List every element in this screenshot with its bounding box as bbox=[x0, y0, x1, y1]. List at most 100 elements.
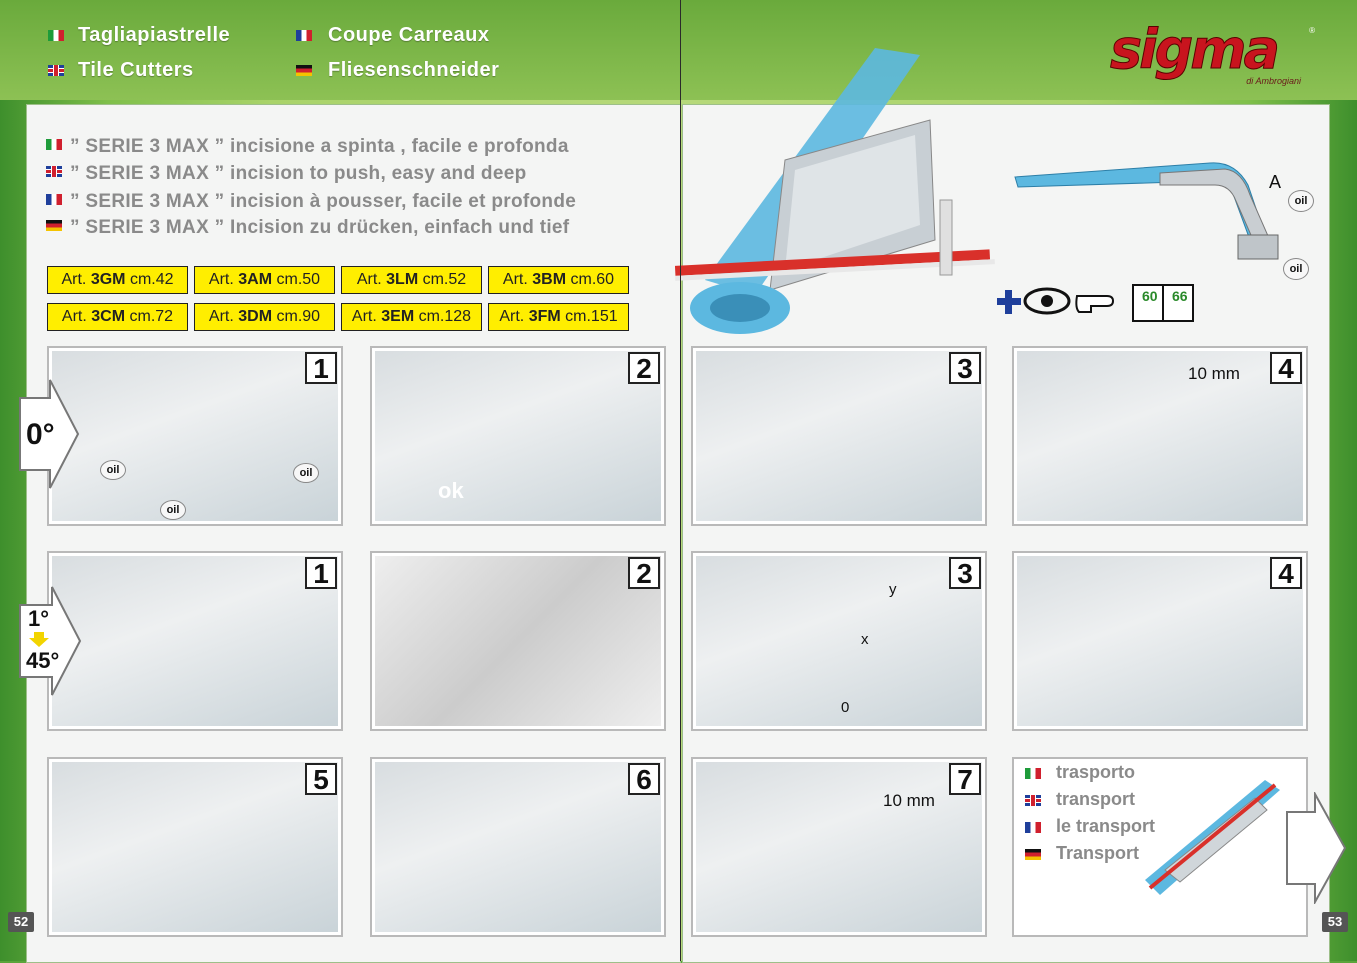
step-photo bbox=[696, 351, 982, 521]
serie-text: ” SERIE 3 MAX ” incision à pousser, faci… bbox=[70, 191, 577, 212]
ok-label: ok bbox=[438, 478, 464, 503]
step-number: 1 bbox=[305, 557, 337, 589]
step-panel: 4 10 mm bbox=[1012, 346, 1308, 526]
step-number: 3 bbox=[949, 352, 981, 384]
page-divider bbox=[680, 0, 681, 961]
transport-en: transport bbox=[1056, 789, 1136, 809]
step-panel: 5 bbox=[47, 757, 343, 937]
serie-text: ” SERIE 3 MAX ” Incision zu drücken, ein… bbox=[70, 217, 570, 238]
step-panel: 1 bbox=[47, 346, 343, 526]
registered-icon: ® bbox=[1309, 26, 1315, 35]
transport-fr: le transport bbox=[1056, 816, 1156, 836]
step-photo bbox=[52, 556, 338, 726]
step-panel: 3 bbox=[691, 346, 987, 526]
flag-uk-icon bbox=[48, 65, 64, 76]
title-fr: Coupe Carreaux bbox=[328, 24, 490, 46]
angle-arrow-icon bbox=[19, 586, 82, 696]
flag-uk-icon bbox=[46, 166, 62, 178]
x-label: x bbox=[861, 631, 869, 648]
flag-france-icon bbox=[1025, 822, 1041, 833]
model-badge: Art. 3BM cm.60 bbox=[488, 266, 629, 294]
title-en: Tile Cutters bbox=[78, 59, 194, 81]
step-panel: 3 y x 0 bbox=[691, 551, 987, 731]
manual-book-icon bbox=[1132, 284, 1194, 322]
flag-uk-icon bbox=[1025, 795, 1041, 806]
step-photo bbox=[52, 351, 338, 521]
handle-label-a: A bbox=[1269, 172, 1282, 192]
model-badge: Art. 3EM cm.128 bbox=[341, 303, 482, 331]
serie-line-en: ” SERIE 3 MAX ” incision to push, easy a… bbox=[46, 163, 526, 185]
tile-cutter-illustration bbox=[675, 48, 995, 334]
step-number: 2 bbox=[628, 352, 660, 384]
model-badge: Art. 3FM cm.151 bbox=[488, 303, 629, 331]
step-number: 7 bbox=[949, 763, 981, 795]
transport-cutter-illustration bbox=[1145, 780, 1280, 895]
serie-line-de: ” SERIE 3 MAX ” Incision zu drücken, ein… bbox=[46, 217, 569, 239]
sigma-logo: sigma di Ambrogiani ® bbox=[1109, 18, 1315, 88]
step-number: 2 bbox=[628, 557, 660, 589]
step-photo bbox=[375, 762, 661, 932]
step-photo bbox=[52, 762, 338, 932]
manual-page-1: 60 bbox=[1142, 288, 1158, 304]
zero-degree-label: 0° bbox=[26, 418, 55, 451]
step-panel: 4 bbox=[1012, 551, 1308, 731]
logo-wordmark: sigma bbox=[1109, 18, 1280, 81]
flag-italy-icon bbox=[48, 30, 64, 41]
y-label: y bbox=[889, 581, 897, 598]
step-panel: 2 bbox=[370, 551, 666, 731]
logo-subtitle: di Ambrogiani bbox=[1246, 76, 1301, 86]
step-number: 4 bbox=[1270, 557, 1302, 589]
next-page-arrow-icon bbox=[1286, 792, 1347, 904]
top-band bbox=[0, 0, 1357, 100]
serie-line-fr: ” SERIE 3 MAX ” incision à pousser, faci… bbox=[46, 191, 576, 213]
step-panel: 7 10 mm bbox=[691, 757, 987, 937]
transport-it: trasporto bbox=[1056, 762, 1136, 782]
flag-germany-icon bbox=[46, 220, 62, 232]
transport-de: Transport bbox=[1056, 843, 1140, 863]
flag-italy-icon bbox=[46, 139, 62, 151]
see-manual-icons bbox=[997, 284, 1194, 322]
page-number-left: 52 bbox=[8, 912, 34, 932]
step-photo bbox=[696, 762, 982, 932]
flag-italy-icon bbox=[1025, 768, 1041, 779]
step-diagram bbox=[375, 556, 661, 726]
page-number-right: 53 bbox=[1322, 912, 1348, 932]
step-panel: 1 bbox=[47, 551, 343, 731]
step-number: 1 bbox=[305, 352, 337, 384]
zero-degree-arrow-icon bbox=[19, 379, 80, 489]
flag-germany-icon bbox=[296, 65, 312, 76]
step-number: 4 bbox=[1270, 352, 1302, 384]
step-number: 6 bbox=[628, 763, 660, 795]
ten-mm-label: 10 mm bbox=[883, 791, 935, 810]
model-badge: Art. 3DM cm.90 bbox=[194, 303, 335, 331]
step-photo bbox=[1017, 351, 1303, 521]
oil-callout: oil bbox=[100, 460, 126, 480]
plus-icon bbox=[997, 290, 1021, 314]
model-badge: Art. 3CM cm.72 bbox=[47, 303, 188, 331]
model-badge: Art. 3GM cm.42 bbox=[47, 266, 188, 294]
step-panel: 2 ok bbox=[370, 346, 666, 526]
eye-icon bbox=[1023, 287, 1071, 315]
step-number: 5 bbox=[305, 763, 337, 795]
flag-france-icon bbox=[296, 30, 312, 41]
flag-germany-icon bbox=[1025, 849, 1041, 860]
step-photo bbox=[1017, 556, 1303, 726]
serie-line-it: ” SERIE 3 MAX ” incisione a spinta , fac… bbox=[46, 136, 569, 158]
flag-france-icon bbox=[46, 194, 62, 206]
title-de: Fliesenschneider bbox=[328, 59, 500, 81]
step-photo bbox=[696, 556, 982, 726]
title-it: Tagliapiastrelle bbox=[78, 24, 231, 46]
zero-label: 0 bbox=[841, 699, 850, 716]
oil-callout: oil bbox=[1283, 258, 1309, 280]
step-photo bbox=[375, 351, 661, 521]
one-degree-label: 1° bbox=[28, 606, 50, 631]
pointing-hand-icon bbox=[1075, 295, 1115, 313]
serie-text: ” SERIE 3 MAX ” incisione a spinta , fac… bbox=[70, 136, 569, 157]
model-badge: Art. 3LM cm.52 bbox=[341, 266, 482, 294]
fortyfive-degree-label: 45° bbox=[26, 648, 60, 673]
model-badge: Art. 3AM cm.50 bbox=[194, 266, 335, 294]
step-panel: 6 bbox=[370, 757, 666, 937]
oil-callout: oil bbox=[160, 500, 186, 520]
serie-text: ” SERIE 3 MAX ” incision to push, easy a… bbox=[70, 163, 527, 184]
ten-mm-label: 10 mm bbox=[1188, 364, 1240, 383]
